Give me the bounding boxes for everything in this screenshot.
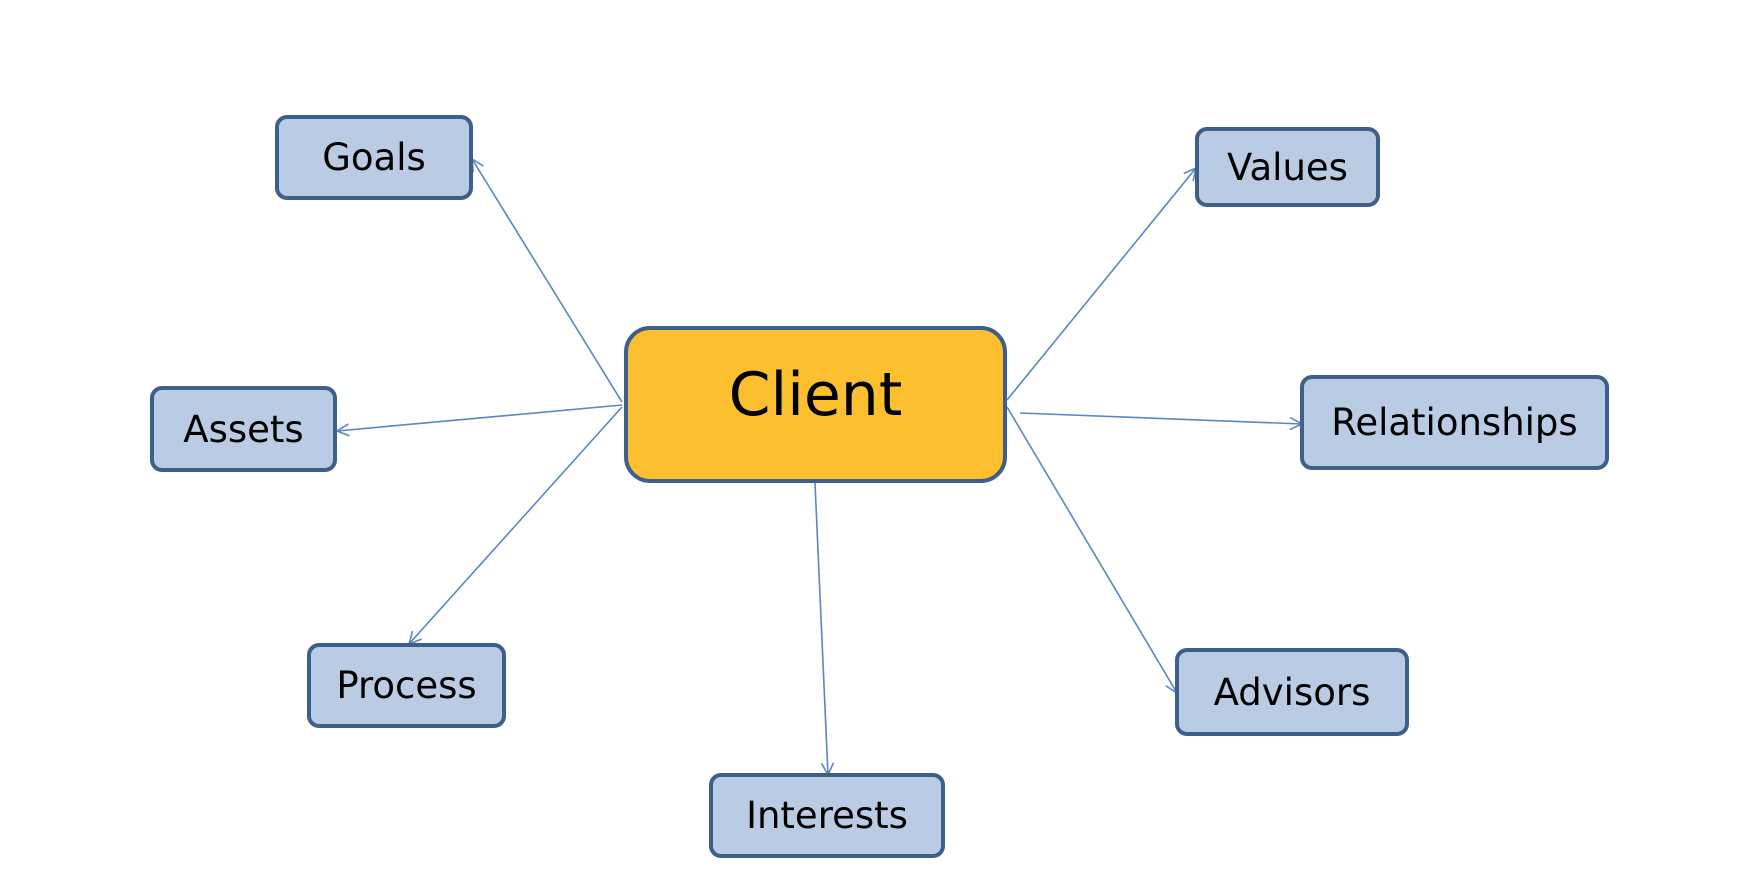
arrow-to-values <box>1006 168 1196 401</box>
arrow-to-assets <box>337 404 623 431</box>
goals-node: Goals <box>275 115 473 200</box>
values-node: Values <box>1195 127 1380 207</box>
arrow-to-interests <box>814 482 828 775</box>
relationships-node: Relationships <box>1300 375 1609 470</box>
client-node: Client <box>624 326 1007 483</box>
interests-label: Interests <box>746 794 908 837</box>
process-node: Process <box>307 643 506 728</box>
arrow-to-advisors <box>1006 406 1177 693</box>
assets-node: Assets <box>150 386 337 472</box>
client-label: Client <box>728 360 903 430</box>
assets-label: Assets <box>183 407 304 451</box>
process-label: Process <box>336 664 477 707</box>
goals-label: Goals <box>322 136 426 179</box>
values-label: Values <box>1227 145 1348 189</box>
arrow-to-goals <box>472 159 623 403</box>
advisors-node: Advisors <box>1175 648 1409 736</box>
arrow-to-process <box>409 406 623 644</box>
advisors-label: Advisors <box>1213 670 1371 714</box>
arrow-to-relationships <box>1019 412 1302 424</box>
relationships-label: Relationships <box>1331 401 1578 444</box>
interests-node: Interests <box>709 773 945 858</box>
